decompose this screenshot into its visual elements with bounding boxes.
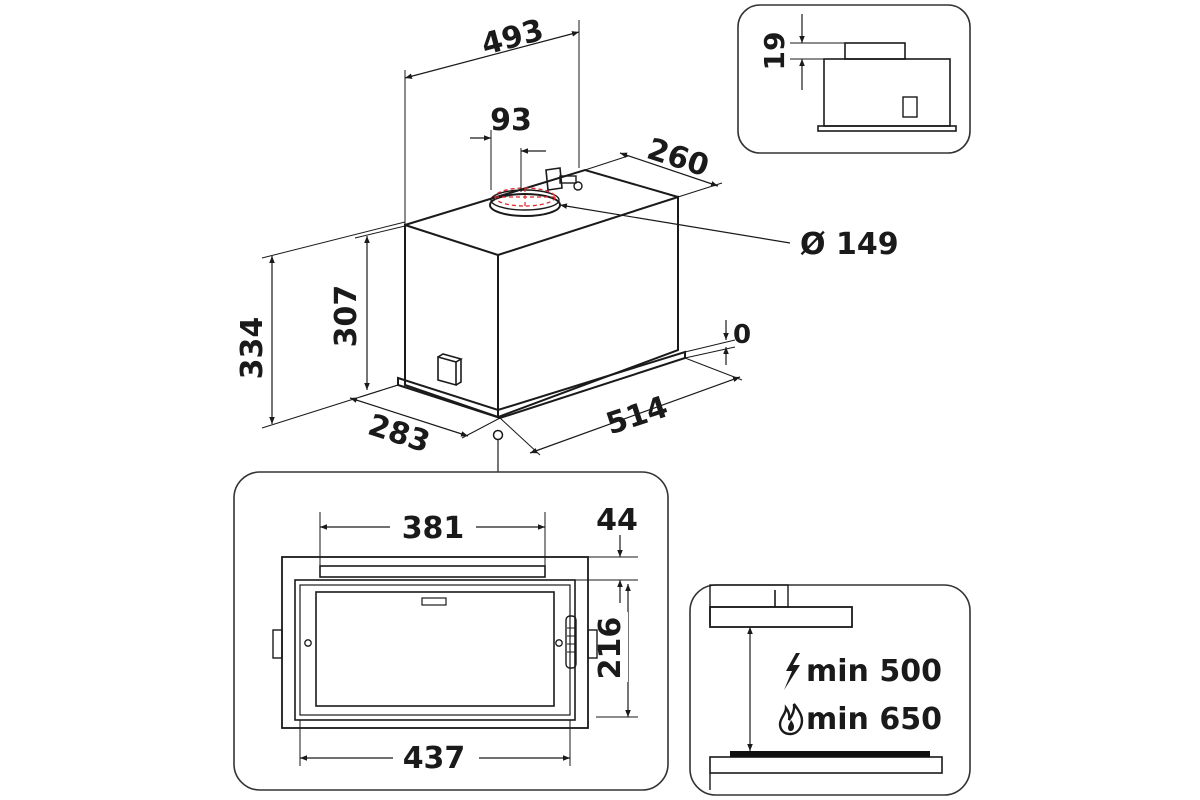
label-514: 514 — [602, 390, 672, 443]
label-0: 0 — [733, 320, 751, 350]
dim-437: 437 — [299, 720, 571, 776]
dim-216: 216 — [593, 584, 638, 718]
dim-334: 334 — [235, 256, 275, 424]
side-inset-frame — [737, 4, 971, 154]
bottom-inset-frame — [233, 471, 669, 791]
label-493: 493 — [478, 13, 548, 63]
dim-283: 283 — [349, 384, 501, 461]
hood-body — [397, 168, 686, 420]
dim-19: 19 — [758, 14, 845, 90]
callout-marker — [492, 429, 504, 441]
side-inset: 19 — [737, 4, 971, 154]
label-260: 260 — [643, 132, 713, 185]
dim-260: 260 — [584, 132, 723, 198]
dim-44: 44 — [546, 503, 638, 603]
clearance-inset-frame — [689, 584, 971, 796]
clearance-electric: min 500 — [806, 654, 942, 689]
dim-93: 93 — [470, 103, 546, 192]
label-19: 19 — [758, 32, 791, 71]
dim-381: 381 — [319, 510, 546, 566]
flame-icon — [778, 703, 804, 736]
label-44: 44 — [596, 503, 638, 538]
control-panel — [565, 615, 577, 669]
label-381: 381 — [402, 511, 465, 546]
label-149: Ø 149 — [800, 227, 899, 262]
label-93: 93 — [490, 103, 532, 138]
label-283: 283 — [364, 408, 434, 461]
outlet-collar — [489, 187, 561, 217]
bottom-view-inset: 381 44 216 437 — [233, 471, 669, 791]
label-437: 437 — [403, 741, 466, 776]
label-216: 216 — [593, 617, 628, 680]
dim-149: Ø 149 — [559, 203, 899, 262]
dim-0: 0 — [684, 320, 751, 365]
connector — [545, 167, 583, 191]
clearance-gas: min 650 — [806, 702, 942, 737]
label-307: 307 — [329, 285, 364, 348]
label-334: 334 — [235, 317, 270, 380]
dim-307: 307 — [329, 225, 406, 390]
lightning-icon — [784, 653, 800, 690]
clearance-inset: min 500 min 650 — [689, 584, 971, 796]
